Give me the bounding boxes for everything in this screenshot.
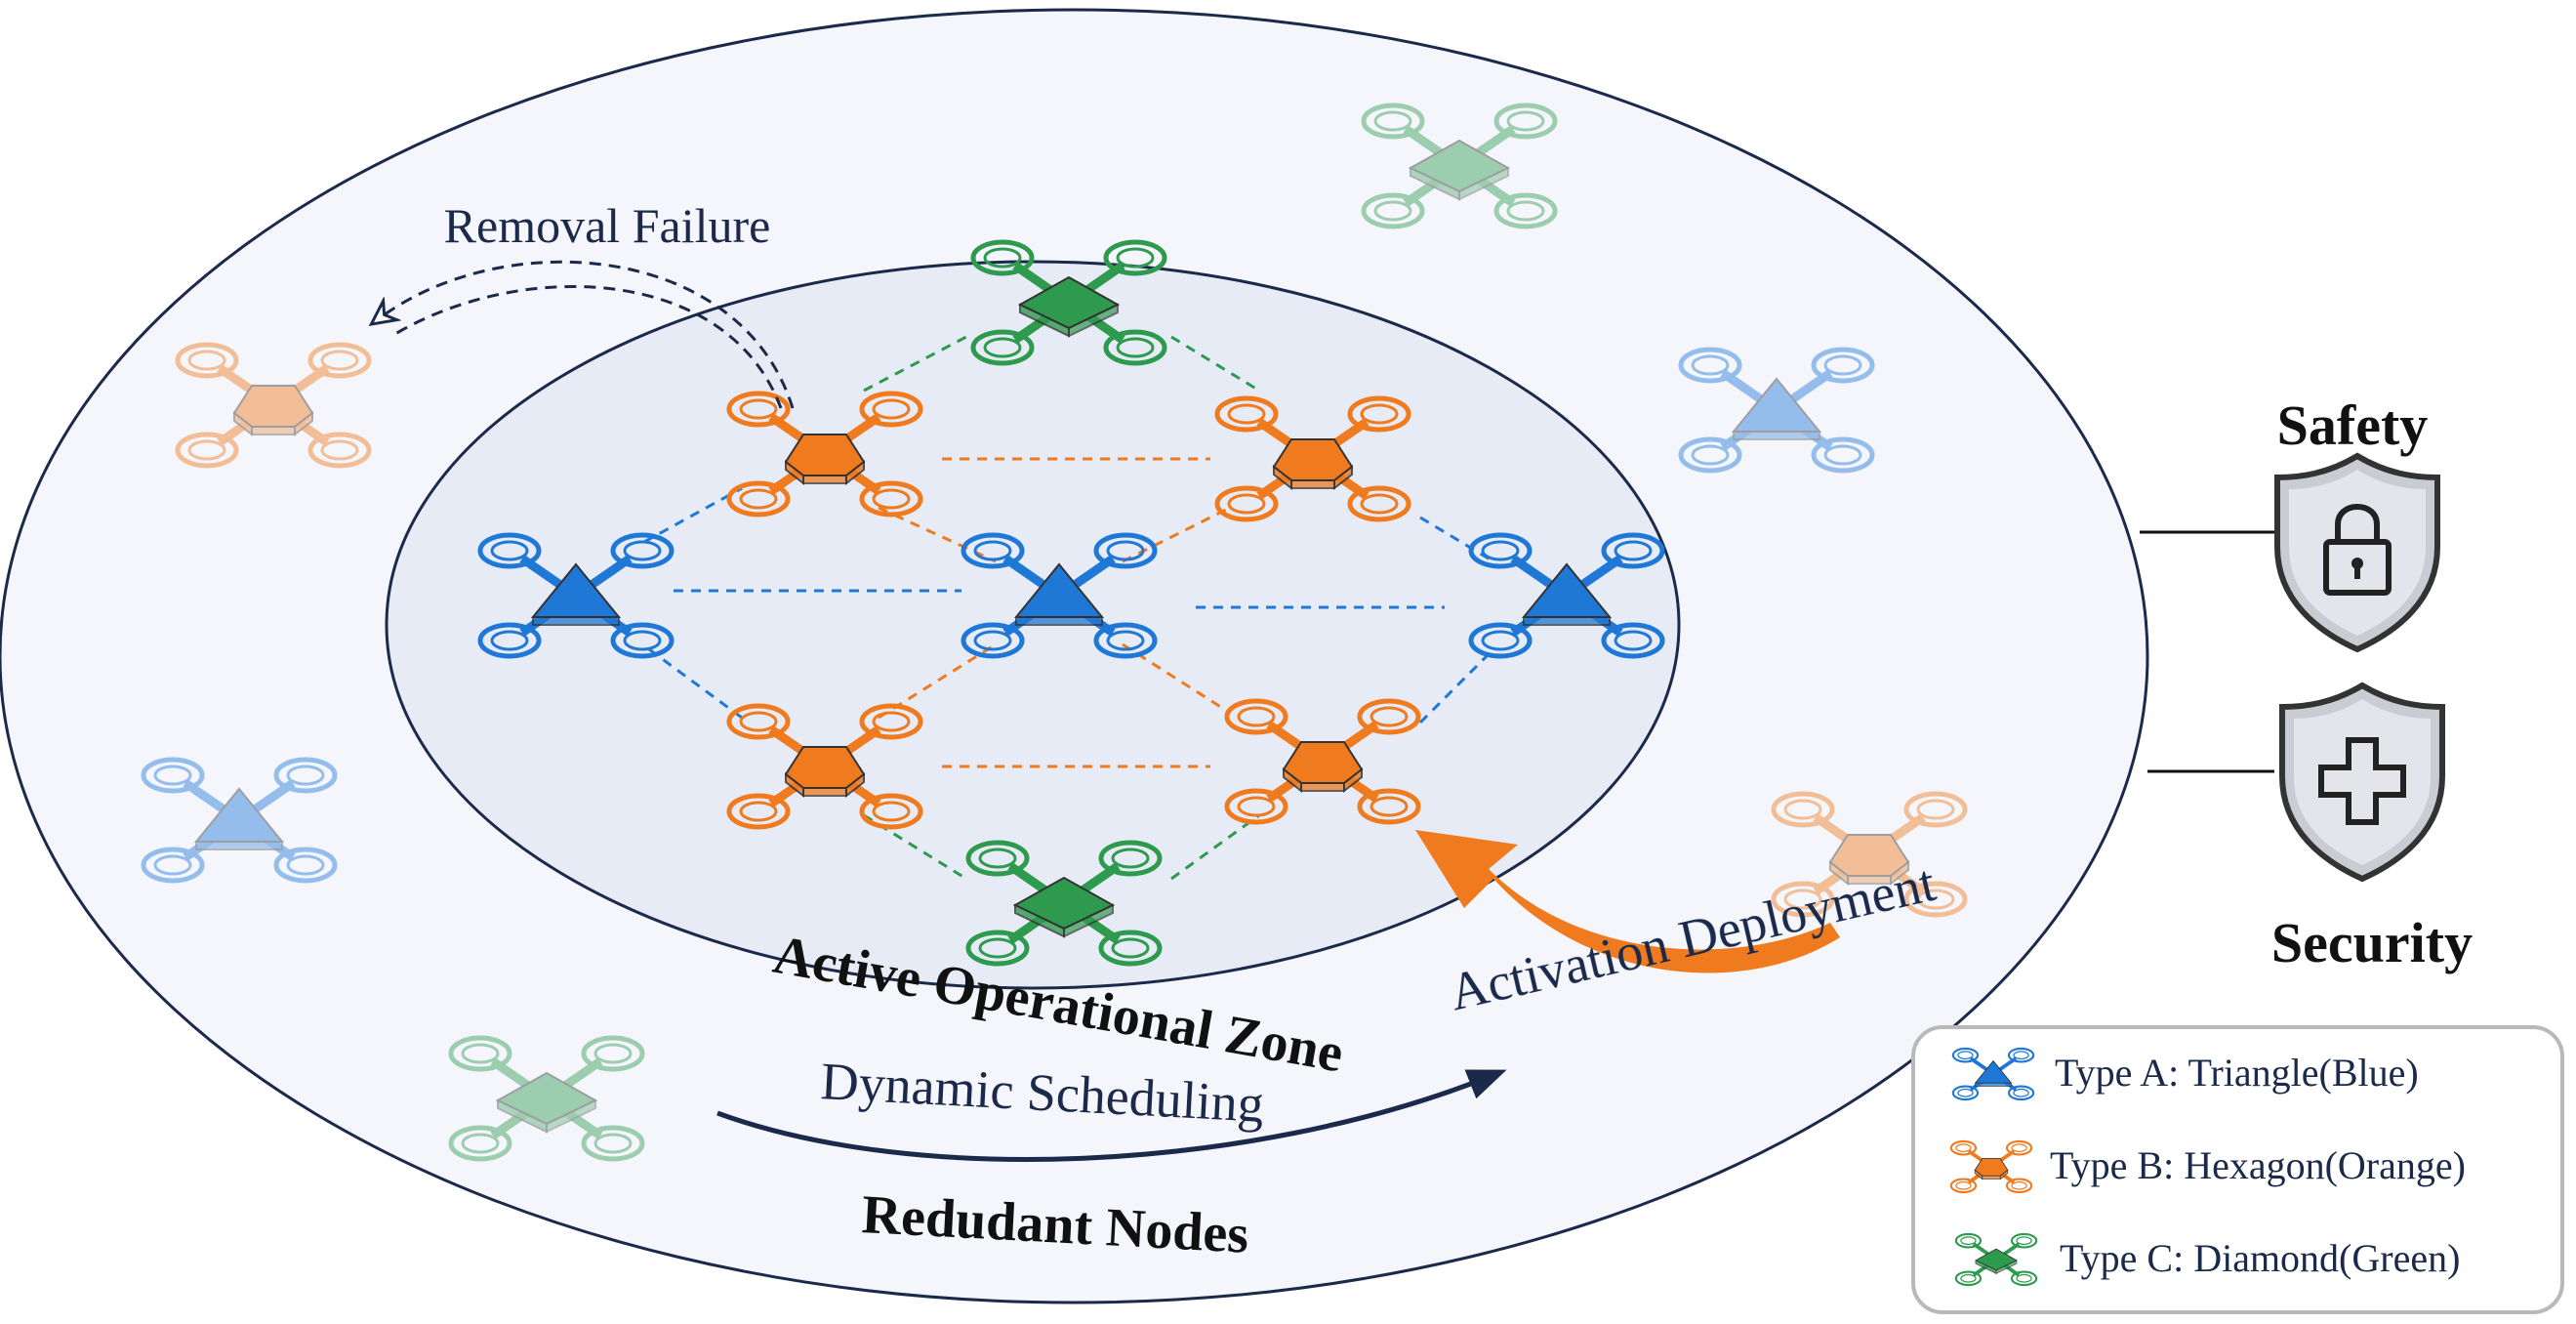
legend: Type A: Triangle(Blue) Type B: Hexagon(O…	[1911, 1025, 2564, 1314]
legend-type-b-label: Type B: Hexagon(Orange)	[2050, 1143, 2466, 1187]
removal-failure-arrow	[381, 260, 795, 409]
activation-deployment-arrow	[1415, 830, 1840, 973]
padlock-shield-icon	[2274, 452, 2440, 653]
legend-type-a-label: Type A: Triangle(Blue)	[2055, 1051, 2419, 1095]
dynamic-scheduling-arrow	[716, 1069, 1507, 1162]
legend-type-c-label: Type C: Diamond(Green)	[2060, 1236, 2460, 1280]
safety-label: Safety	[2277, 393, 2429, 457]
security-label: Security	[2271, 911, 2473, 974]
removal-failure-label: Removal Failure	[444, 198, 771, 253]
cross-shield-icon	[2279, 682, 2445, 883]
